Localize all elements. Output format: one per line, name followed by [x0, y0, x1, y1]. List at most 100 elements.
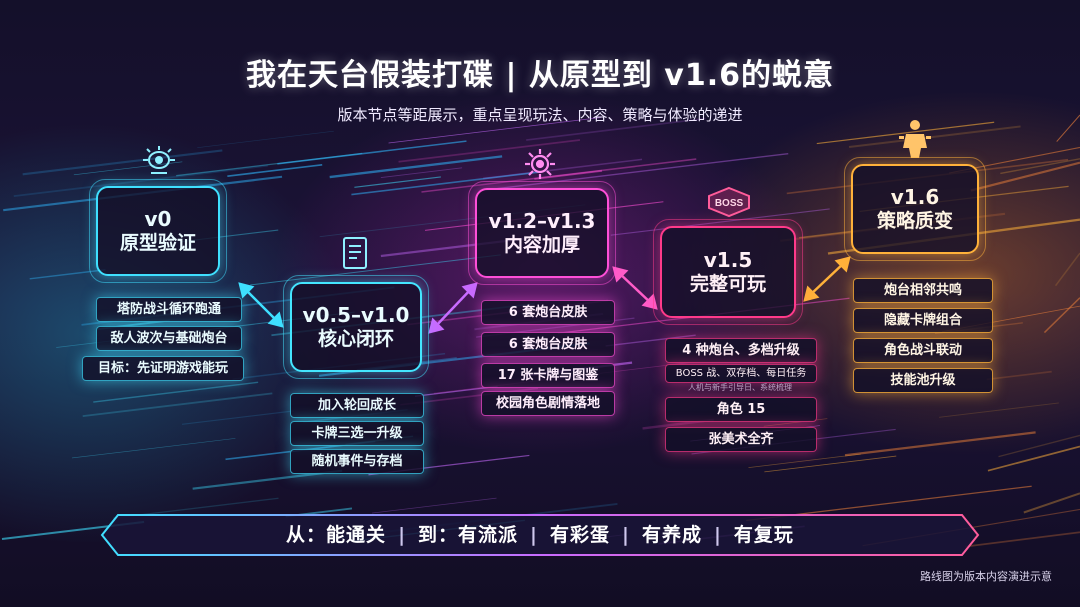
- arrow-v0-to-v05: [238, 282, 284, 328]
- feature-item: 6 套炮台皮肤: [481, 332, 615, 357]
- light-streak: [372, 497, 497, 514]
- light-streak: [1054, 252, 1080, 287]
- feature-item: 随机事件与存档: [290, 449, 424, 474]
- light-streak: [354, 176, 441, 188]
- feature-item: 隐藏卡牌组合: [853, 308, 993, 333]
- feature-item: 加入轮回成长: [290, 393, 424, 418]
- boss-badge-icon: BOSS: [708, 186, 750, 218]
- summary-bar-frame: [100, 514, 980, 556]
- boss-badge-text: BOSS: [715, 198, 744, 209]
- node-version: v1.5: [703, 247, 753, 272]
- arrow-v15-to-v16: [803, 256, 851, 302]
- light-streak: [1000, 158, 1080, 175]
- node-v16: v1.6 策略质变: [844, 157, 986, 261]
- light-streak: [610, 208, 830, 236]
- arrow-v12-to-v15: [612, 266, 658, 310]
- light-streak: [844, 431, 1036, 457]
- light-streak: [13, 164, 268, 198]
- feature-item: 角色战斗联动: [853, 338, 993, 363]
- feature-item: 4 种炮台、多档升级: [665, 338, 817, 363]
- node-name: 核心闭环: [317, 327, 394, 350]
- light-streak: [380, 167, 463, 178]
- node-name: 内容加厚: [503, 233, 580, 256]
- light-streak: [848, 125, 1021, 149]
- light-streak: [181, 410, 295, 425]
- summary-to: 到：有流派: [418, 524, 519, 546]
- feature-item: BOSS 战、双存档、每日任务: [665, 364, 817, 383]
- feature-item: 张美术全齐: [665, 427, 817, 452]
- light-streak: [987, 445, 1080, 472]
- document-icon: [343, 237, 367, 269]
- node-version: v1.6: [890, 184, 940, 209]
- arrow-v05-to-v12: [428, 282, 478, 334]
- light-streak: [763, 418, 828, 427]
- light-streak: [421, 158, 697, 193]
- summary-item: 有复玩: [733, 524, 794, 546]
- feature-item: 塔防战斗循环跑通: [96, 297, 242, 322]
- light-streak: [526, 117, 706, 141]
- feature-item: 目标：先证明游戏能玩: [82, 356, 244, 381]
- node-name: 完整可玩: [689, 272, 766, 295]
- light-streak: [398, 139, 581, 163]
- light-streak: [71, 438, 236, 459]
- node-v0: v0 原型验证: [89, 179, 227, 283]
- light-streak: [998, 434, 1080, 458]
- node-version: v0.5–v1.0: [302, 302, 410, 327]
- summary-separator: |: [713, 524, 722, 546]
- feature-item: 6 套炮台皮肤: [481, 300, 615, 325]
- feature-item: 17 张卡牌与图鉴: [481, 363, 615, 388]
- feature-item: 卡牌三选一升级: [290, 421, 424, 446]
- summary-item: 有彩蛋: [549, 524, 610, 546]
- node-v05-v10: v0.5–v1.0 核心闭环: [283, 275, 429, 379]
- light-streak: [986, 370, 1052, 381]
- gear-sensor-icon: [143, 146, 175, 174]
- node-v15: v1.5 完整可玩: [653, 219, 803, 325]
- light-streak: [748, 453, 861, 469]
- light-streak: [73, 161, 183, 176]
- light-streak: [351, 170, 543, 196]
- summary-separator: |: [398, 524, 407, 546]
- light-streak: [939, 402, 1059, 418]
- feature-item: 校园角色剧情落地: [481, 391, 615, 416]
- summary-separator: |: [530, 524, 538, 546]
- light-streak: [329, 155, 503, 179]
- node-name: 策略质变: [876, 209, 953, 232]
- feature-subnote: 人机与新手引导日、系统梳理: [688, 383, 792, 392]
- node-version: v1.2–v1.3: [488, 208, 596, 233]
- light-streak: [227, 163, 323, 177]
- light-streak: [479, 153, 789, 192]
- node-version: v0: [144, 206, 172, 231]
- feature-item: 技能池升级: [853, 368, 993, 393]
- light-streak: [764, 455, 897, 473]
- summary-separator: |: [622, 524, 630, 546]
- summary-from: 从：能通关: [286, 524, 387, 546]
- feature-item: 角色 15: [665, 397, 817, 422]
- page-subtitle: 版本节点等距展示，重点呈现玩法、内容、策略与体验的递进: [337, 106, 743, 124]
- light-streak: [816, 121, 995, 145]
- node-v12-v13: v1.2–v1.3 内容加厚: [468, 181, 616, 285]
- light-streak: [1056, 114, 1080, 142]
- light-streak: [93, 381, 259, 403]
- hero-figure-icon: [899, 120, 931, 158]
- page-title: 我在天台假装打碟 | 从原型到 v1.6的蜕意: [246, 58, 834, 93]
- light-streak: [197, 130, 334, 148]
- summary-bar: 从：能通关 | 到：有流派 | 有彩蛋 | 有养成 | 有复玩: [100, 513, 980, 557]
- node-name: 原型验证: [119, 231, 196, 254]
- light-streak: [277, 140, 467, 165]
- summary-item: 有养成: [641, 524, 702, 546]
- feature-item: 敌人波次与基础炮台: [96, 326, 242, 351]
- light-streak: [534, 169, 603, 180]
- gear-icon: [525, 149, 555, 179]
- light-streak: [605, 334, 696, 347]
- summary-text: 从：能通关 | 到：有流派 | 有彩蛋 | 有养成 | 有复玩: [100, 513, 980, 557]
- light-streak: [1023, 492, 1080, 514]
- light-streak: [964, 531, 1080, 548]
- light-streak: [82, 392, 273, 418]
- light-streak: [1043, 297, 1080, 334]
- light-streak: [388, 117, 601, 144]
- light-streak: [414, 385, 498, 397]
- light-streak: [22, 149, 223, 176]
- footnote: 路线图为版本内容演进示意: [920, 570, 1052, 583]
- feature-item: 炮台相邻共鸣: [853, 278, 993, 303]
- light-streak: [970, 161, 1080, 192]
